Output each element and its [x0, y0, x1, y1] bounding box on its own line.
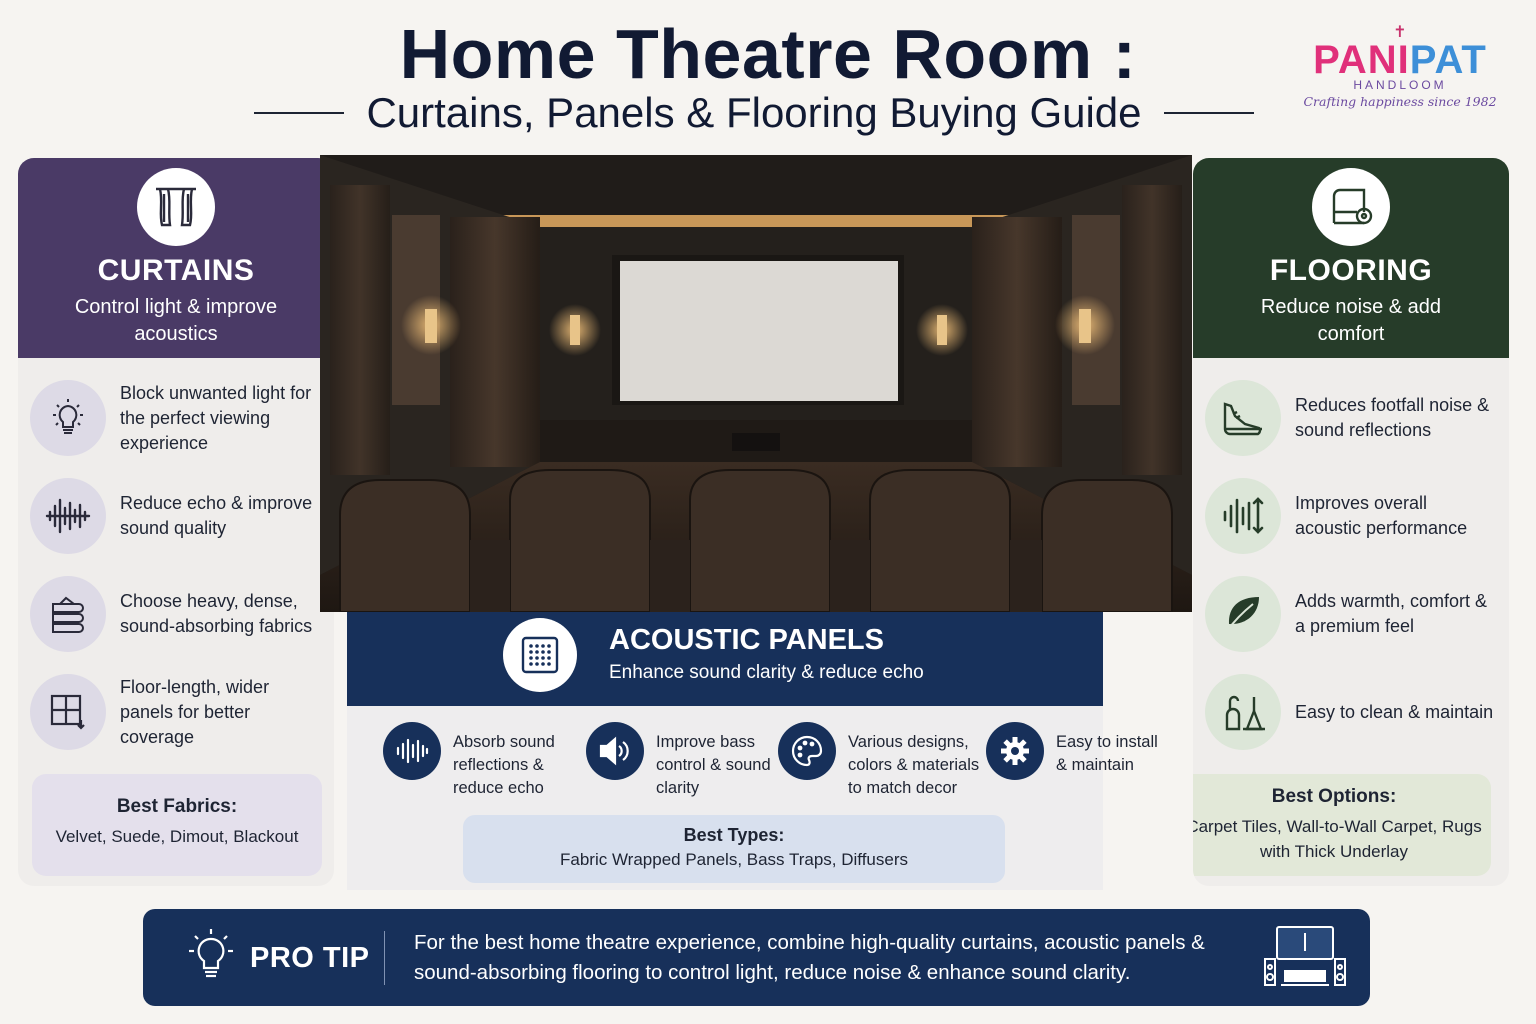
flooring-title: FLOORING — [1269, 254, 1433, 287]
pro-tip-banner: PRO TIP For the best home theatre experi… — [143, 909, 1370, 1006]
acoustic-feature-text: Improve bass control & sound clarity — [656, 733, 771, 797]
leaf-icon — [1205, 576, 1281, 652]
speaker-icon — [586, 722, 644, 780]
flooring-section: FLOORING Reduce noise & add comfort Redu… — [1193, 158, 1509, 886]
fabric-stack-icon — [30, 576, 106, 652]
best-fabrics-title: Best Fabrics: — [116, 796, 238, 817]
home-theatre-photo — [320, 155, 1192, 612]
curtains-title: CURTAINS — [97, 254, 255, 287]
acoustic-feature: Improve bass control & sound clarity — [586, 722, 776, 800]
flooring-subtitle: Reduce noise & add comfort — [1260, 296, 1442, 345]
best-options-title: Best Options: — [1271, 786, 1397, 807]
carpet-roll-icon — [1312, 168, 1390, 246]
light-bulb-icon — [183, 927, 239, 992]
light-bulb-icon — [30, 380, 106, 456]
logo-wordmark: PANIPAT — [1313, 38, 1487, 82]
flooring-feature-text: Easy to clean & maintain — [1295, 701, 1494, 722]
flooring-feature-text: Reduces footfall noise & sound reflectio… — [1295, 395, 1490, 440]
curtains-header: CURTAINS Control light & improve acousti… — [18, 158, 334, 358]
best-types-value: Fabric Wrapped Panels, Bass Traps, Diffu… — [559, 850, 909, 869]
flooring-feature: Reduces footfall noise & sound reflectio… — [1205, 378, 1495, 458]
curtains-feature: Choose heavy, dense, sound-absorbing fab… — [30, 574, 320, 654]
logo-tagline: Crafting happiness since 1982 — [1303, 94, 1497, 109]
brand-logo: ✝ PANIPAT HANDLOOM Crafting happiness si… — [1300, 24, 1500, 110]
logo-mark-icon: ✝ — [1393, 24, 1407, 41]
gear-icon — [986, 722, 1044, 780]
curtains-feature-text: Reduce echo & improve sound quality — [120, 493, 313, 538]
acoustic-feature: Various designs, colors & materials to m… — [778, 722, 988, 800]
pro-tip-divider — [384, 931, 385, 985]
sound-wave-icon — [383, 722, 441, 780]
subtitle-row: Curtains, Panels & Flooring Buying Guide — [242, 88, 1266, 138]
acoustic-feature-text: Absorb sound reflections & reduce echo — [453, 733, 555, 797]
sound-wave-icon — [30, 478, 106, 554]
best-options-box: Best Options: Carpet Tiles, Wall-to-Wall… — [1193, 774, 1491, 876]
flooring-feature-text: Improves overall acoustic performance — [1295, 493, 1468, 538]
curtains-icon — [137, 168, 215, 246]
curtains-subtitle: Control light & improve acoustics — [74, 296, 278, 345]
flooring-feature: Improves overall acoustic performance — [1205, 476, 1495, 556]
best-fabrics-value: Velvet, Suede, Dimout, Blackout — [55, 827, 299, 846]
sound-bars-icon — [1205, 478, 1281, 554]
acoustic-header: ACOUSTIC PANELS Enhance sound clarity & … — [347, 612, 1103, 706]
cleaning-icon — [1205, 674, 1281, 750]
acoustic-feature-text: Easy to install & maintain — [1056, 733, 1158, 774]
divider-left — [254, 112, 345, 114]
curtains-feature: Floor-length, wider panels for better co… — [30, 672, 320, 752]
pro-tip-text: For the best home theatre experience, co… — [414, 931, 1205, 984]
curtains-feature-text: Block unwanted light for the perfect vie… — [120, 382, 312, 453]
best-options-value: Carpet Tiles, Wall-to-Wall Carpet, Rugs … — [1193, 817, 1482, 861]
curtains-feature: Reduce echo & improve sound quality — [30, 476, 320, 556]
page-title: Home Theatre Room : — [399, 15, 1137, 93]
best-fabrics-box: Best Fabrics: Velvet, Suede, Dimout, Bla… — [32, 774, 322, 876]
acoustic-subtitle: Enhance sound clarity & reduce echo — [609, 662, 924, 683]
page-subtitle: Curtains, Panels & Flooring Buying Guide — [366, 89, 1142, 136]
acoustic-title: ACOUSTIC PANELS — [609, 624, 884, 656]
acoustic-feature-text: Various designs, colors & materials to m… — [848, 733, 980, 797]
shoe-icon — [1205, 380, 1281, 456]
flooring-header: FLOORING Reduce noise & add comfort — [1193, 158, 1509, 358]
window-panel-icon — [30, 674, 106, 750]
logo-sub: HANDLOOM — [1353, 78, 1447, 92]
curtains-feature-text: Floor-length, wider panels for better co… — [120, 676, 270, 747]
curtains-feature: Block unwanted light for the perfect vie… — [30, 378, 320, 458]
acoustic-panel-icon — [503, 618, 577, 692]
curtains-feature-text: Choose heavy, dense, sound-absorbing fab… — [120, 591, 313, 636]
palette-icon — [778, 722, 836, 780]
acoustic-feature: Absorb sound reflections & reduce echo — [383, 722, 573, 800]
pro-tip-label: PRO TIP — [250, 942, 370, 974]
acoustic-feature: Easy to install & maintain — [986, 722, 1166, 780]
flooring-feature-text: Adds warmth, comfort & a premium feel — [1295, 591, 1488, 636]
home-theatre-icon — [1263, 925, 1347, 994]
best-types-title: Best Types: — [683, 825, 785, 845]
curtains-section: CURTAINS Control light & improve acousti… — [18, 158, 334, 886]
divider-right — [1163, 112, 1254, 114]
flooring-feature: Adds warmth, comfort & a premium feel — [1205, 574, 1495, 654]
best-types-box: Best Types: Fabric Wrapped Panels, Bass … — [463, 815, 1005, 883]
flooring-feature: Easy to clean & maintain — [1205, 672, 1495, 752]
